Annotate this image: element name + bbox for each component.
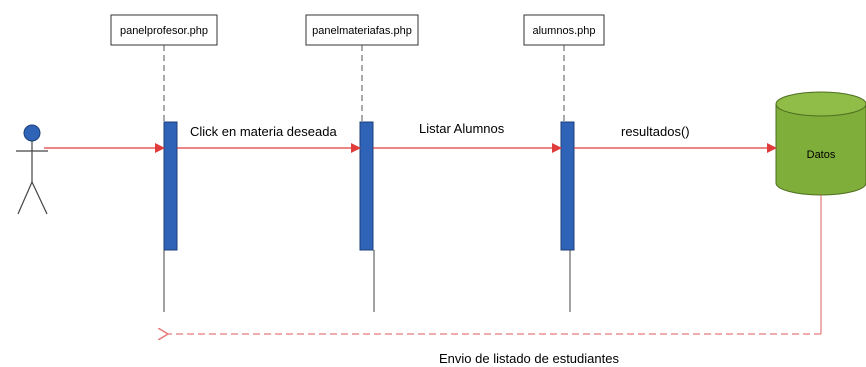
- message-resultados: resultados(): [574, 124, 777, 153]
- lifeline-header-box: [305, 14, 419, 46]
- lifeline-label: panelmateriafas.php: [312, 25, 412, 37]
- lifeline-label: panelprofesor.php: [120, 25, 208, 37]
- lifeline-label: alumnos.php: [533, 25, 596, 37]
- message-label: Envio de listado de estudiantes: [439, 351, 619, 366]
- message-label: resultados(): [621, 124, 690, 139]
- message-label: Click en materia deseada: [190, 124, 337, 139]
- database-top: [775, 91, 866, 117]
- message-envio-listado: Envio de listado de estudiantes: [168, 195, 822, 366]
- lifeline-panelprofesor: panelprofesor.php: [110, 14, 218, 312]
- lifeline-panelmateriafas: panelmateriafas.php: [305, 14, 419, 312]
- message-label: Listar Alumnos: [419, 121, 505, 136]
- activation-bar: [560, 121, 575, 251]
- actor-leg-right: [31, 181, 48, 215]
- database-label: Datos: [807, 149, 836, 161]
- actor-leg-left: [17, 181, 33, 215]
- message-listar-alumnos: Listar Alumnos: [373, 121, 562, 153]
- message-click-en-materia: Click en materia deseada: [177, 124, 361, 153]
- activation-bar: [359, 121, 374, 251]
- lifeline-alumnos: alumnos.php: [523, 14, 605, 312]
- actor-head: [23, 124, 41, 142]
- database-cylinder: Datos: [775, 91, 866, 196]
- activation-bar: [163, 121, 178, 251]
- lifeline-header-box: [110, 14, 218, 46]
- actor-figure: [16, 124, 48, 215]
